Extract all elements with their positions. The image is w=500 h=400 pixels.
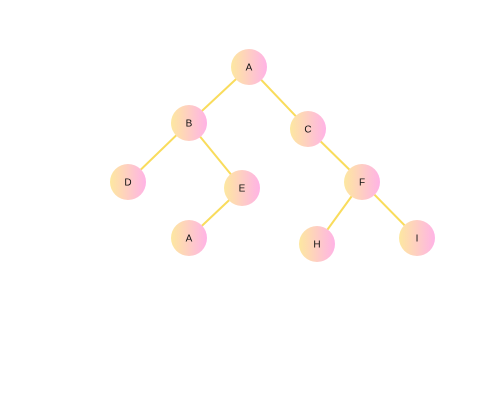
- tree-node: H: [299, 226, 335, 262]
- node-label: F: [359, 178, 365, 189]
- node-label: E: [239, 184, 246, 195]
- node-label: C: [304, 125, 311, 136]
- node-label: A: [246, 63, 253, 74]
- tree-node: D: [110, 164, 146, 200]
- tree-node: F: [344, 164, 380, 200]
- node-label: B: [186, 119, 193, 130]
- node-circle: [224, 170, 260, 206]
- node-label: I: [416, 234, 419, 245]
- nodes-layer: A B C D E A F H I: [110, 49, 435, 262]
- node-circle: [399, 220, 435, 256]
- node-circle: [344, 164, 380, 200]
- tree-node: A: [231, 49, 267, 85]
- node-circle: [110, 164, 146, 200]
- node-label: H: [313, 240, 320, 251]
- tree-node: B: [171, 105, 207, 141]
- node-circle: [290, 111, 326, 147]
- tree-node: E: [224, 170, 260, 206]
- node-circle: [171, 105, 207, 141]
- tree-node: I: [399, 220, 435, 256]
- node-label: A: [186, 234, 193, 245]
- node-circle: [299, 226, 335, 262]
- node-circle: [231, 49, 267, 85]
- node-label: D: [124, 178, 131, 189]
- tree-node: A: [171, 220, 207, 256]
- tree-node: C: [290, 111, 326, 147]
- node-circle: [171, 220, 207, 256]
- edges-layer: [127, 66, 418, 245]
